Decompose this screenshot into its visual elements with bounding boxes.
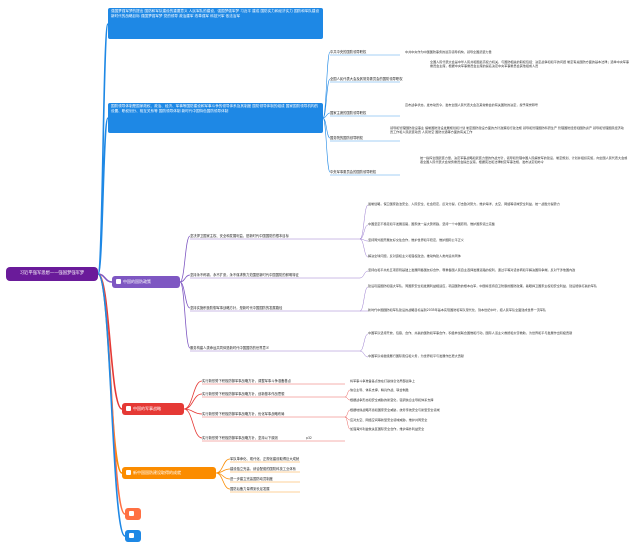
- wire-policy-item-0-1: [359, 224, 369, 240]
- leadership-text-0: 中共中央作为中国国防事务的最高领导机构，领导全国武装力量: [405, 50, 492, 54]
- policy-item-2-1: 新时代中国国防和军队建设的战略目标是到2035年基本实现国防和军队现代化，到本世…: [368, 308, 547, 312]
- wire-policy-item-3-0: [359, 333, 369, 352]
- flag-icon: [129, 533, 134, 538]
- branch-empty-2[interactable]: [125, 530, 141, 542]
- achievement-2: 进一步建立完善国防动员制度: [230, 477, 273, 481]
- policy-item-3-1: 中国军队将继续履行国际责任和义务，为世界和平与发展作出更大贡献: [368, 354, 464, 358]
- strategy-label-2: 实行新形势下积极防御军事战略方针，优化军事战略布局: [202, 412, 285, 416]
- branch-military-strategy[interactable]: 中国的军事战略: [122, 403, 184, 415]
- wire-policy-item-1-0: [359, 270, 369, 279]
- wire-policy-3: [179, 281, 191, 349]
- wire-policy-1: [179, 274, 191, 283]
- policy-item-0-1: 中国坚定不移走和平发展道路，国家统一是大势所趋，坚持一个中国原则，维护国家领土完…: [368, 222, 495, 226]
- wire-policy-item-0-0: [359, 204, 369, 240]
- wire-strategy-item-1-2: [344, 416, 351, 430]
- leadership-text-2: 宣布战争状态，发布动员令，发布全国人民代表大会及其常委会的有关国防的决定，授予荣…: [405, 103, 539, 107]
- policy-item-0-0: 遏制侵略，保卫国家政治安全、人民安全、社会稳定，反对分裂，打击敌对势力，维护海洋…: [368, 202, 560, 206]
- leadership-label-4: 中央军事委员会的国防领导职权: [330, 170, 377, 174]
- policy-label-2: 坚持实施积极防御军事战略方针，是新时代中国国防的发展路径: [190, 306, 283, 310]
- wire-strategy-3: [183, 408, 203, 439]
- wire-strategy-item-1-0: [344, 409, 351, 418]
- leadership-label-2: 国家主席的国防领导职权: [330, 111, 367, 115]
- wire-strategy-0: [183, 380, 203, 410]
- policy-item-3-0: 中国军队坚持开放、包容、合作、共赢的国防和军事合作，积极参加联合国维和行动，国际…: [368, 331, 573, 335]
- root-label: 习近平强军思想——强国梦强军梦: [19, 271, 85, 276]
- wire-policy-item-0-2: [359, 238, 369, 242]
- intro-box-2[interactable]: 国防领导体制是国家政权、政治、经济、军事等国防建设和军事斗争的领导体系及其制度 …: [108, 103, 323, 133]
- strategy-label-0: 实行新形势下积极防御军事战略方针，调整军事斗争准备基点: [202, 379, 292, 383]
- wire-policy-item-2-0: [359, 286, 369, 312]
- strategy-item-2-1: 应对太空、网络空间等新型安全领域威胁，维护共同安全: [350, 418, 428, 422]
- strategy-text-3: p32: [306, 436, 312, 440]
- strategy-text-0: 将军事斗争准备基点放在打赢信息化局部战争上: [350, 379, 415, 383]
- strategy-item-1-1: 根据战争形态和安全威胁的新变化，强调信息主导和体系支撑: [350, 398, 434, 402]
- wire-leadership-2: [322, 112, 331, 119]
- wire-strategy-1: [183, 393, 203, 410]
- wire-policy-item-0-3: [359, 238, 369, 258]
- leadership-text-3: 领导和管理国防建设事业 编制国防建设发展规划和计划 制定国防建设方面的方针政策和…: [390, 126, 624, 135]
- wire-policy-0: [179, 235, 191, 283]
- root-node[interactable]: 习近平强军思想——强国梦强军梦: [6, 267, 98, 281]
- achievement-1: 建设独立完善、综合配套的国防科技工业体系: [230, 467, 296, 471]
- leadership-text-4: 统一指挥全国武装力量，决定军事战略和武装力量的作战方针，领导和管理中国人民解放军…: [420, 156, 628, 165]
- strategy-item-1-0: 信息主导、体系支撑、精兵作战、联合制胜: [350, 388, 409, 392]
- intro-box-2-text: 国防领导体制是国家政权、政治、经济、军事等国防建设和军事斗争的领导体系及其制度 …: [111, 104, 319, 113]
- wire-achievement-3: [215, 472, 231, 490]
- policy-label-0: 坚决捍卫国家主权、安全和发展利益，是新时代中国国防的根本目标: [190, 234, 289, 238]
- wire-root-intro2: [97, 117, 109, 275]
- leadership-text-1: 全国人民代表大会是中华人民共和国最高权力机关，与国防相关的职权包括：决定战争和和…: [430, 60, 629, 69]
- wire-leadership-1: [322, 78, 331, 119]
- flag-icon: [116, 279, 121, 284]
- policy-item-1-0: 坚持在和平共处五项原则基础上发展同各国友好合作，尊重各国人民自主选择发展道路的权…: [368, 268, 576, 272]
- leadership-label-1: 全国人民代表大会及其常务委员会的国防领导职权: [330, 77, 403, 81]
- intro-box-1[interactable]: 强国梦强军梦的提出 国防和军队建设的重要意义 人民军队的建设，强国梦强军梦 习近…: [108, 8, 323, 39]
- intro-box-1-text: 强国梦强军梦的提出 国防和军队建设的重要意义 人民军队的建设，强国梦强军梦 习近…: [111, 9, 320, 18]
- policy-label-3: 服务构建人类命运共同体是新时代中国国防的世界意义: [190, 346, 270, 350]
- branch-achievements[interactable]: 新中国国防建设取得的成就: [122, 467, 216, 479]
- wire-policy-item-3-1: [359, 350, 369, 358]
- achievement-0: 军队革命化、现代化、正规化建设取得巨大成就: [230, 457, 300, 461]
- strategy-item-2-2: 加强海外利益攸关区国际安全合作，维护海外利益安全: [350, 427, 425, 431]
- branch-defense-policy[interactable]: 中国的国防政策: [112, 276, 180, 288]
- achievement-3: 国防后备力量得到长足发展: [230, 487, 270, 491]
- strategy-label-1: 实行新形势下积极防御军事战略方针，创新基本作战思想: [202, 392, 285, 396]
- wire-leadership-4: [322, 117, 331, 173]
- strategy-label-3: 实行新形势下积极防御军事战略方针，坚持以下原则: [202, 436, 278, 440]
- policy-item-0-3: 解决全球问题，反对霸权主义和强权政治，推动构建人类命运共同体: [368, 254, 461, 258]
- flag-icon: [126, 470, 131, 475]
- wire-leadership-0: [322, 51, 331, 119]
- flag-icon: [129, 511, 134, 516]
- policy-item-2-0: 建设巩固国防和强大军队，同国家安全和发展利益相适应，巩固国防的根本在军，中国将坚…: [368, 284, 597, 288]
- policy-item-0-2: 坚持同外国开展友好交往合作，维护世界和平稳定，维护国际公平正义: [368, 238, 464, 242]
- wire-root-empty2: [97, 273, 126, 537]
- wire-strategy-item-0-1: [344, 396, 351, 401]
- wire-leadership-3: [322, 117, 331, 139]
- flag-icon: [126, 406, 131, 411]
- leadership-label-3: 国务院的国防领导职权: [330, 136, 363, 140]
- policy-label-1: 坚持永不称霸、永不扩张，永不谋求势力范围是新时代中国国防的鲜明特征: [190, 273, 299, 277]
- strategy-item-2-0: 根据地缘战略环境和国家安全威胁，统筹传统安全与新型安全领域: [350, 408, 440, 412]
- wire-root-intro1: [97, 23, 109, 275]
- leadership-label-0: 中共中央的国防领导职权: [330, 50, 367, 54]
- wire-strategy-item-0-0: [344, 389, 351, 398]
- branch-empty-1[interactable]: [125, 508, 141, 520]
